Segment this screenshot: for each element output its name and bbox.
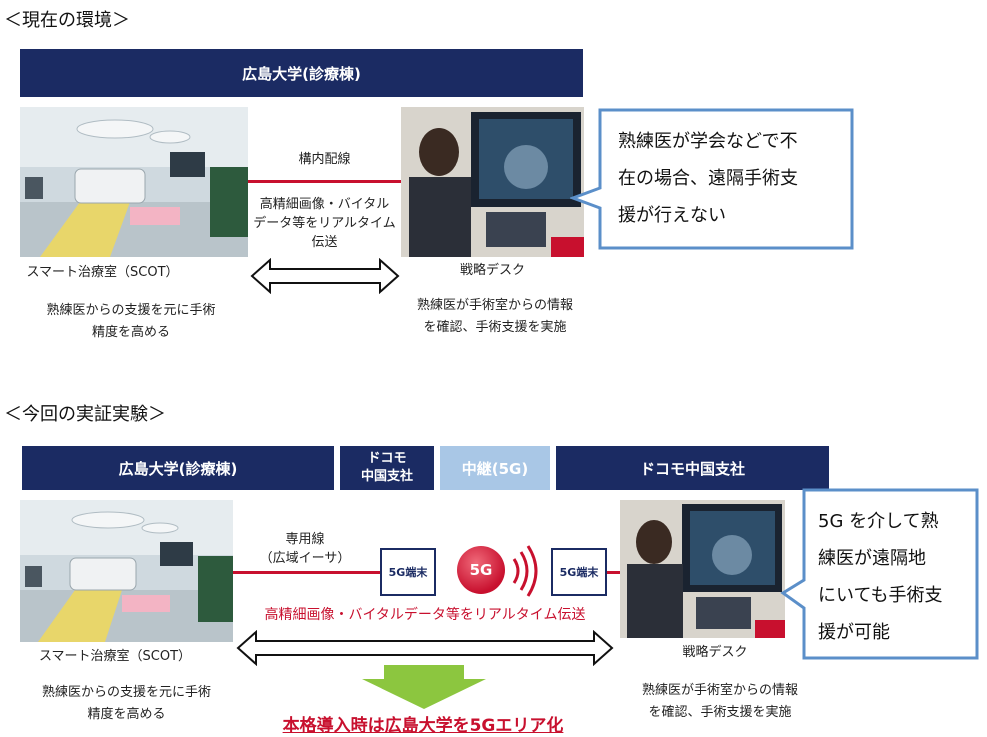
trial-callout-bubble <box>780 488 979 660</box>
current-bidirectional-arrow <box>250 258 400 294</box>
conclusion-text: 本格導入時は広島大学を5Gエリア化 <box>282 716 564 736</box>
current-right-description: 熟練医が手術室からの情報 を確認、手術支援を実施 <box>395 295 595 339</box>
green-down-arrow-icon <box>362 665 486 709</box>
docomo-line-1: ドコモ <box>367 451 407 466</box>
dedicated-line-label-1: 専用線 <box>285 532 325 547</box>
trial-header-docomo-chugoku: ドコモ中国支社 <box>556 446 829 490</box>
trial-right-desc-line-2: を確認、手術支援を実施 <box>648 705 792 720</box>
scot-caption-2: スマート治療室（SCOT） <box>38 649 192 664</box>
in-building-wiring-label: 構内配線 <box>298 152 351 167</box>
current-callout-line-1: 熟練医が学会などで不 <box>618 131 798 152</box>
current-transmission-line-2: データ等をリアルタイム <box>253 216 396 231</box>
current-right-desc-line-1: 熟練医が手術室からの情報 <box>416 298 573 313</box>
operating-room-photo <box>20 107 248 257</box>
strategy-desk-caption-2: 戦略デスク <box>682 645 748 660</box>
current-left-description: 熟練医からの支援を元に手術 精度を高める <box>20 300 242 344</box>
current-callout-text: 熟練医が学会などで不 在の場合、遠隔手術支 援が行えない <box>618 123 848 234</box>
trial-callout-line-1: 5G を介して熟 <box>818 511 939 532</box>
current-callout-line-3: 援が行えない <box>618 205 726 226</box>
dedicated-line-right <box>605 571 620 574</box>
trial-section-title: ＜今回の実証実験＞ <box>4 404 166 425</box>
in-building-wiring-line <box>248 180 401 183</box>
operating-room-photo-2 <box>20 500 233 642</box>
dedicated-line-left <box>233 571 380 574</box>
current-callout-bubble <box>570 108 854 250</box>
strategy-desk-photo-2 <box>620 500 785 638</box>
dedicated-line-label: 専用線 （広域イーサ） <box>240 530 370 568</box>
trial-callout-text: 5G を介して熟 練医が遠隔地 にいても手術支 援が可能 <box>818 503 978 651</box>
5g-terminal-right: 5G端末 <box>551 548 607 596</box>
scot-caption: スマート治療室（SCOT） <box>26 265 179 280</box>
trial-bidirectional-arrow <box>236 630 614 666</box>
strategy-desk-caption: 戦略デスク <box>459 263 525 278</box>
trial-left-description: 熟練医からの支援を元に手術 精度を高める <box>20 682 233 726</box>
trial-left-desc-line-2: 精度を高める <box>87 707 166 722</box>
trial-right-desc-line-1: 熟練医が手術室からの情報 <box>641 683 798 698</box>
trial-header-docomo-branch: ドコモ 中国支社 <box>340 446 434 490</box>
current-right-desc-line-2: を確認、手術支援を実施 <box>423 320 567 335</box>
trial-left-desc-line-1: 熟練医からの支援を元に手術 <box>41 685 211 700</box>
trial-header-hiroshima: 広島大学(診療棟) <box>22 446 334 490</box>
signal-waves-icon <box>512 545 538 597</box>
strategy-desk-photo <box>401 107 584 257</box>
5g-terminal-left: 5G端末 <box>380 548 436 596</box>
operating-room-image-2 <box>20 500 233 642</box>
strategy-desk-image-2 <box>620 500 785 638</box>
trial-callout-line-4: 援が可能 <box>818 622 890 643</box>
current-transmission-line-3: 伝送 <box>311 235 338 250</box>
trial-transmission-text: 高精細画像・バイタルデータ等をリアルタイム伝送 <box>264 607 586 623</box>
current-callout-line-2: 在の場合、遠隔手術支 <box>618 168 798 189</box>
current-transmission-line-1: 高精細画像・バイタル <box>259 197 390 212</box>
current-transmission-text: 高精細画像・バイタル データ等をリアルタイム 伝送 <box>248 195 401 252</box>
trial-header-relay-5g: 中継(5G) <box>440 446 550 490</box>
current-left-desc-line-2: 精度を高める <box>91 325 170 340</box>
trial-callout-line-3: にいても手術支 <box>818 585 943 606</box>
operating-room-image <box>20 107 248 257</box>
current-left-desc-line-1: 熟練医からの支援を元に手術 <box>46 303 216 318</box>
current-section-title: ＜現在の環境＞ <box>4 10 130 31</box>
trial-callout-line-2: 練医が遠隔地 <box>818 548 926 569</box>
docomo-line-2: 中国支社 <box>360 469 413 484</box>
dedicated-line-label-2: （広域イーサ） <box>259 551 351 566</box>
current-header-hiroshima: 広島大学(診療棟) <box>20 49 583 97</box>
strategy-desk-image <box>401 107 584 257</box>
5g-badge: 5G <box>457 546 505 594</box>
trial-right-description: 熟練医が手術室からの情報 を確認、手術支援を実施 <box>620 680 820 724</box>
